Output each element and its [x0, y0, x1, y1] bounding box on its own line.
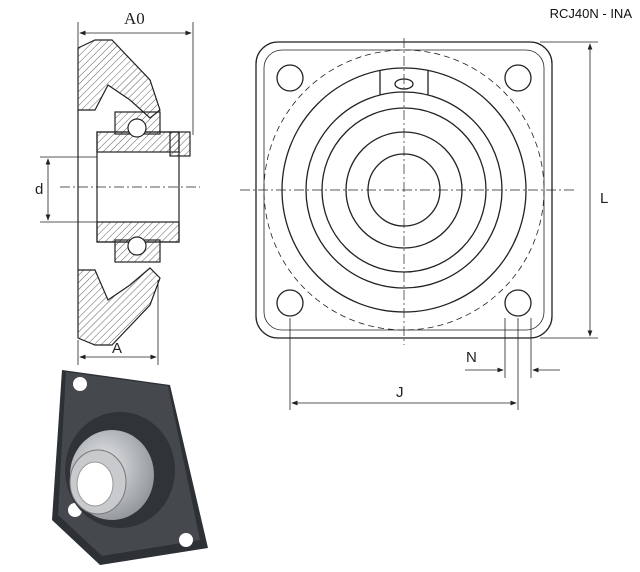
section-view	[60, 39, 200, 346]
housing-section-bottom	[77, 267, 161, 346]
dimension-lines-side	[40, 22, 194, 365]
housing-section-top	[77, 39, 161, 119]
ball-top	[127, 118, 147, 138]
dim-label-j: J	[396, 384, 404, 401]
dimension-lines-front	[289, 41, 598, 410]
set-screw	[169, 131, 191, 157]
dim-label-l: L	[600, 190, 608, 207]
product-title: RCJ40N - INA	[549, 6, 632, 21]
dim-label-a0: A0	[124, 9, 145, 28]
front-view	[240, 38, 575, 345]
dim-label-n: N	[466, 349, 477, 366]
ball-bottom	[127, 236, 147, 256]
dim-label-a: A	[112, 340, 122, 357]
dim-label-d: d	[35, 181, 43, 198]
product-photo	[52, 370, 208, 565]
